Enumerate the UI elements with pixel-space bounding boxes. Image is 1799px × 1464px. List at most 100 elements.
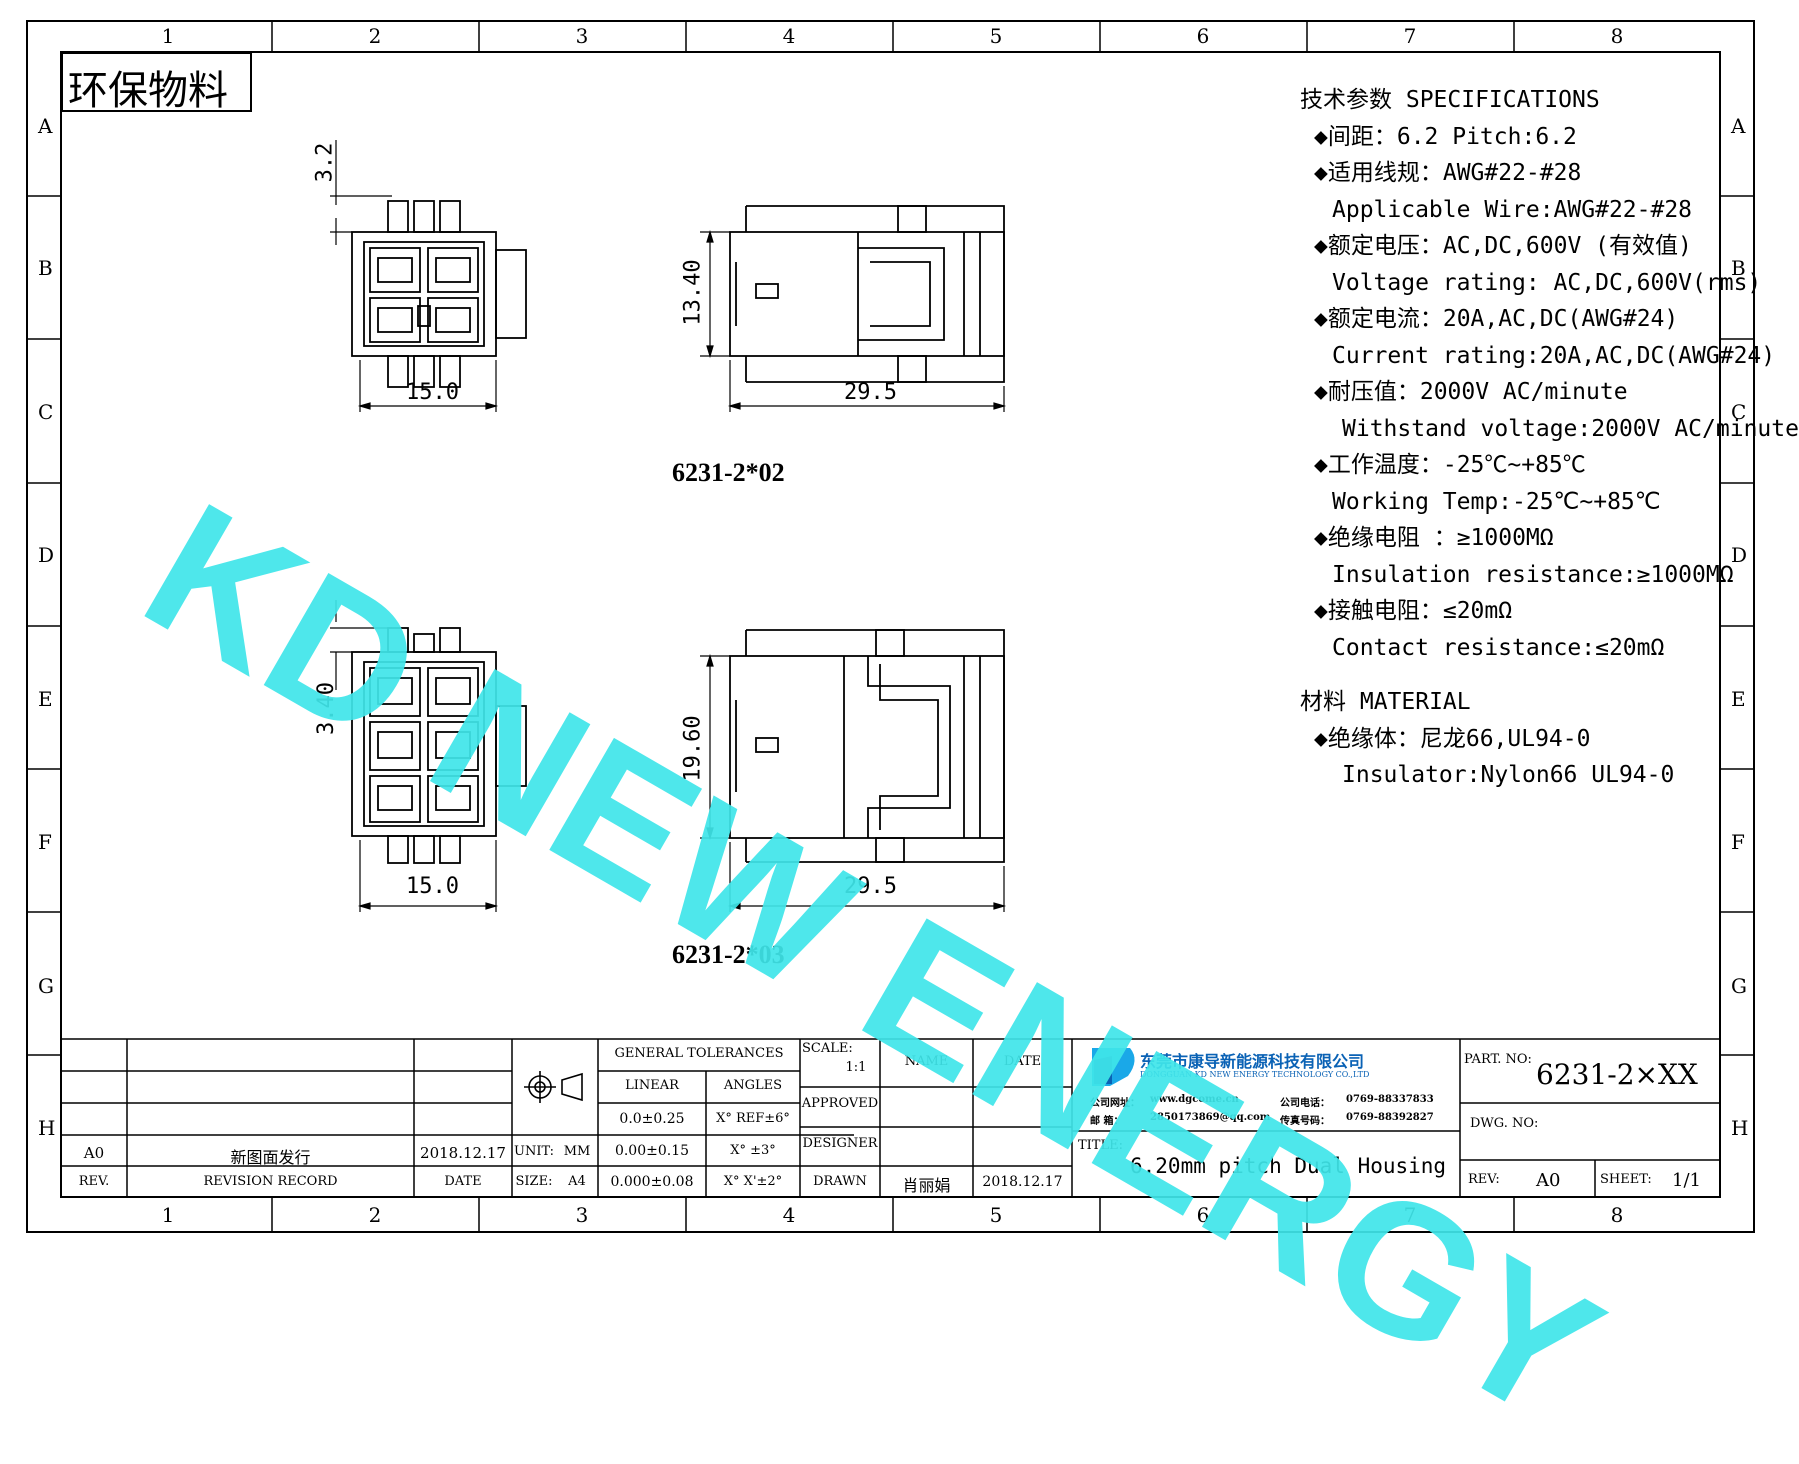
zone-col-label: 2 (368, 1203, 382, 1227)
unit-label: UNIT: (514, 1144, 555, 1159)
date-header: DATE (444, 1174, 482, 1189)
zone-col-label: 5 (989, 1203, 1003, 1227)
date-header-sign: DATE (1003, 1054, 1042, 1069)
zone-row-label: C (1731, 400, 1747, 424)
zone-row-label: G (1731, 974, 1747, 998)
dwg-no-label: DWG. NO: (1470, 1116, 1539, 1131)
stamp-box (61, 52, 252, 112)
zone-col-label: 1 (161, 24, 175, 48)
dim-width-top: 15.0 (406, 380, 459, 405)
spec-line: Working Temp:-25℃~+85℃ (1332, 488, 1661, 515)
dim-length-top: 29.5 (844, 380, 897, 405)
website-value: www.dgcome.cn (1150, 1094, 1239, 1105)
website-label: 公司网址： (1090, 1098, 1140, 1109)
revision-record-header: REVISION RECORD (203, 1174, 338, 1189)
rev-value: A0 (1536, 1170, 1561, 1191)
phone-label: 公司电话： (1280, 1098, 1330, 1109)
zone-col-label: 5 (989, 24, 1003, 48)
zone-col-label: 1 (161, 1203, 175, 1227)
spec-line: ◆额定电流：20A,AC,DC(AWG#24) (1314, 306, 1679, 332)
tolerance-linear: 0.0±0.25 (619, 1111, 685, 1127)
size-label: SIZE: (515, 1174, 553, 1189)
side-view-2x03 (729, 629, 1005, 863)
company-logo-icon (1092, 1048, 1135, 1086)
dim-lines-bottom-front (330, 600, 499, 912)
spec-line: Current rating:20A,AC,DC(AWG#24) (1332, 342, 1776, 369)
zone-col-label: 4 (782, 24, 796, 48)
spec-line: ◆接触电阻：≤20mΩ (1314, 598, 1513, 624)
zone-col-label: 4 (782, 1203, 796, 1227)
drawn-name: 肖丽娟 (902, 1176, 951, 1195)
zone-row-label: E (1731, 687, 1746, 711)
general-tolerances-header: GENERAL TOLERANCES (614, 1046, 784, 1061)
dim-pitch-top: 3.2 (312, 142, 338, 183)
zone-row-label: B (38, 256, 53, 280)
company-name-en: DONGGUAN KD NEW ENERGY TECHNOLOGY CO.,LT… (1140, 1070, 1370, 1079)
spec-line: Voltage rating: AC,DC,600V(rms) (1332, 269, 1762, 296)
zone-col-label: 8 (1610, 1203, 1624, 1227)
drawn-date: 2018.12.17 (982, 1174, 1063, 1190)
zone-col-label: 7 (1403, 24, 1417, 48)
material-line: Insulator:Nylon66 UL94-0 (1342, 762, 1675, 788)
dim-pitch-bottom: 3.40 (313, 682, 339, 735)
title-label: TITLE: (1078, 1138, 1123, 1153)
dim-lines-top-side (700, 229, 1007, 412)
approved-label: APPROVED (801, 1096, 879, 1111)
front-view-2x02 (351, 200, 527, 388)
revision-record-cell: 新图面发行 (230, 1148, 311, 1167)
third-angle-projection-icon (524, 1071, 583, 1103)
zone-row-label: H (1731, 1116, 1749, 1140)
zone-row-label: F (1731, 830, 1745, 854)
spec-line: Contact resistance:≤20mΩ (1332, 634, 1665, 661)
front-view-2x03 (351, 627, 527, 864)
tolerance-linear: 0.00±0.15 (614, 1143, 690, 1159)
name-header: NAME (904, 1054, 949, 1069)
zone-row-label: A (38, 114, 53, 138)
zone-row-label: E (38, 687, 53, 711)
spec-line: ◆间距：6.2 Pitch:6.2 (1314, 123, 1577, 150)
fax-value: 0769-88392827 (1346, 1112, 1434, 1123)
zone-col-label: 8 (1610, 24, 1624, 48)
company-name-cn: 东莞市康导新能源科技有限公司 (1140, 1052, 1365, 1071)
linear-header: LINEAR (625, 1078, 679, 1093)
stamp-label: 环保物料 (68, 68, 228, 114)
spec-line: ◆额定电压：AC,DC,600V (有效值) (1314, 233, 1692, 259)
rev-header: REV. (78, 1174, 110, 1189)
scale-label: SCALE: (802, 1041, 853, 1056)
zone-col-label: 2 (368, 24, 382, 48)
zone-row-label: B (1731, 256, 1746, 280)
sheet-label: SHEET: (1600, 1172, 1652, 1187)
zone-col-label: 6 (1196, 1203, 1210, 1227)
specifications-panel: 技术参数 SPECIFICATIONS ◆间距：6.2 Pitch:6.2 ◆适… (1300, 82, 1799, 794)
zone-row-label: F (38, 830, 52, 854)
caption-6231-2x03: 6231-2*03 (672, 940, 785, 969)
size-value: A4 (568, 1174, 586, 1189)
zone-col-label: 6 (1196, 24, 1210, 48)
zone-row-label: H (38, 1116, 56, 1140)
tolerance-angle: X° REF±6° (716, 1111, 790, 1126)
spec-line: Insulation resistance:≥1000MΩ (1332, 561, 1734, 588)
spec-line: ◆适用线规：AWG#22-#28 (1314, 160, 1582, 186)
spec-line: ◆耐压值：2000V AC/minute (1314, 379, 1628, 405)
material-heading: 材料 MATERIAL (1300, 689, 1471, 715)
zone-row-label: C (38, 400, 54, 424)
side-view-2x02 (729, 205, 1005, 383)
fax-label: 传真号码： (1280, 1116, 1330, 1127)
zone-row-label: D (38, 543, 55, 567)
dim-height-top: 13.40 (680, 259, 706, 326)
designer-label: DESIGNER (802, 1136, 878, 1151)
dim-lines-top-front (330, 140, 499, 412)
rev-value-cell: A0 (83, 1144, 105, 1162)
zone-col-label: 3 (575, 24, 589, 48)
drawing-title: 6.20mm pitch Dual Housing (1130, 1154, 1447, 1178)
spec-line: ◆绝缘电阻 ：≥1000MΩ (1314, 525, 1554, 551)
zone-row-label: D (1731, 543, 1748, 567)
angles-header: ANGLES (723, 1078, 783, 1093)
rev-label: REV: (1468, 1172, 1500, 1187)
tolerance-linear: 0.000±0.08 (610, 1174, 694, 1190)
drawn-label: DRAWN (813, 1174, 867, 1189)
zone-ticks (27, 21, 1754, 1232)
tolerance-angle: X° X'±2° (723, 1174, 783, 1189)
zone-row-label: A (1731, 114, 1746, 138)
email-label: 邮 箱： (1090, 1116, 1124, 1127)
